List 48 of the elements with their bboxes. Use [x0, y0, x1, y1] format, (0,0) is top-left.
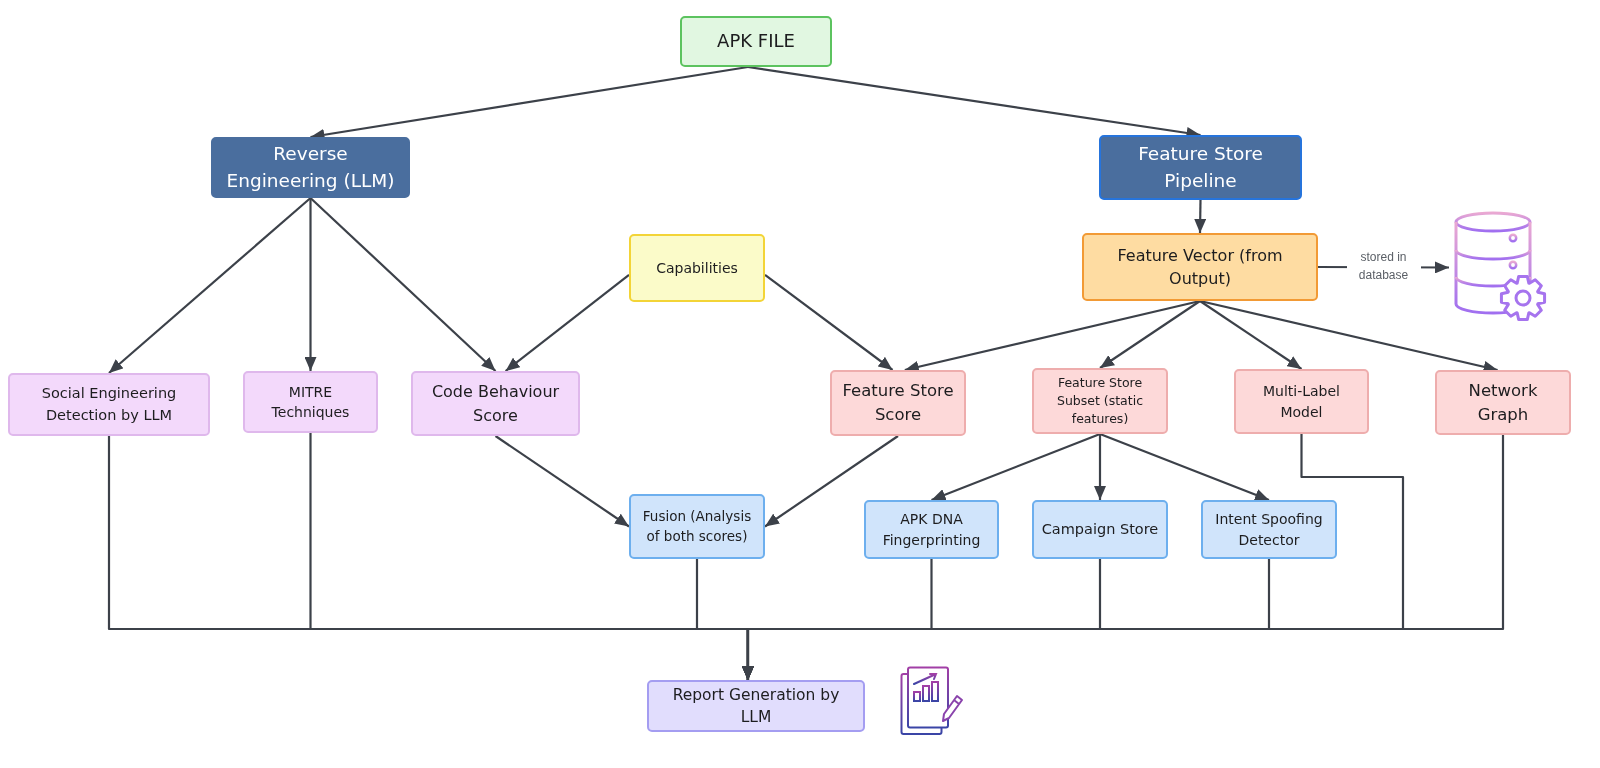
step-label: Social Engineering Detection by LLM	[40, 384, 178, 425]
step-label: Feature Store Pipeline	[1137, 141, 1264, 193]
arrow	[1199, 299, 1498, 373]
process-box	[647, 680, 865, 732]
process-box	[1032, 500, 1168, 559]
process-box	[1099, 135, 1302, 200]
process-box	[629, 494, 765, 559]
arrow	[1099, 300, 1201, 369]
arrow	[1099, 432, 1270, 502]
arrow	[108, 197, 312, 374]
step-label: Campaign Store	[1041, 520, 1159, 539]
process-box	[680, 16, 832, 67]
arrow	[1194, 200, 1207, 233]
step-label: APK DNA Fingerprinting	[881, 510, 982, 550]
step-label: Intent Spoofing Detector	[1214, 510, 1324, 550]
step-label: Report Generation by LLM	[671, 684, 841, 728]
step-label: APK FILE	[717, 29, 795, 54]
process-box	[411, 371, 580, 436]
process-box	[1032, 368, 1168, 434]
process-box	[1201, 500, 1337, 559]
arrow	[304, 198, 317, 371]
process-box	[629, 234, 765, 302]
step-label: Fusion (Analysis of both scores)	[641, 506, 753, 546]
process-box	[1082, 233, 1318, 301]
arrow	[764, 273, 894, 371]
arrow	[504, 273, 630, 372]
process-box	[830, 370, 966, 436]
step-label: Feature Store Subset (static features)	[1055, 373, 1145, 429]
step-label: Feature Store Score	[841, 380, 955, 426]
arrow	[309, 197, 497, 372]
process-box	[864, 500, 999, 559]
arrow	[764, 435, 899, 528]
process-box	[243, 371, 378, 433]
step-label: Multi-Label Model	[1261, 382, 1341, 422]
process-box	[1234, 369, 1369, 434]
step-label: MITRE Techniques	[270, 382, 351, 422]
process-box	[1435, 370, 1571, 435]
step-label: Reverse Engineering (LLM)	[225, 141, 396, 193]
process-box	[8, 373, 210, 436]
step-label: Network Graph	[1467, 379, 1539, 426]
step-label: Capabilities	[656, 258, 738, 278]
step-label: Code Behaviour Score	[430, 381, 561, 427]
arrow	[1094, 434, 1106, 500]
step-label: Feature Vector (from Output)	[1116, 244, 1284, 290]
arrow	[1199, 300, 1303, 370]
arrow	[931, 432, 1101, 502]
arrow	[494, 435, 630, 528]
process-box	[211, 137, 410, 198]
